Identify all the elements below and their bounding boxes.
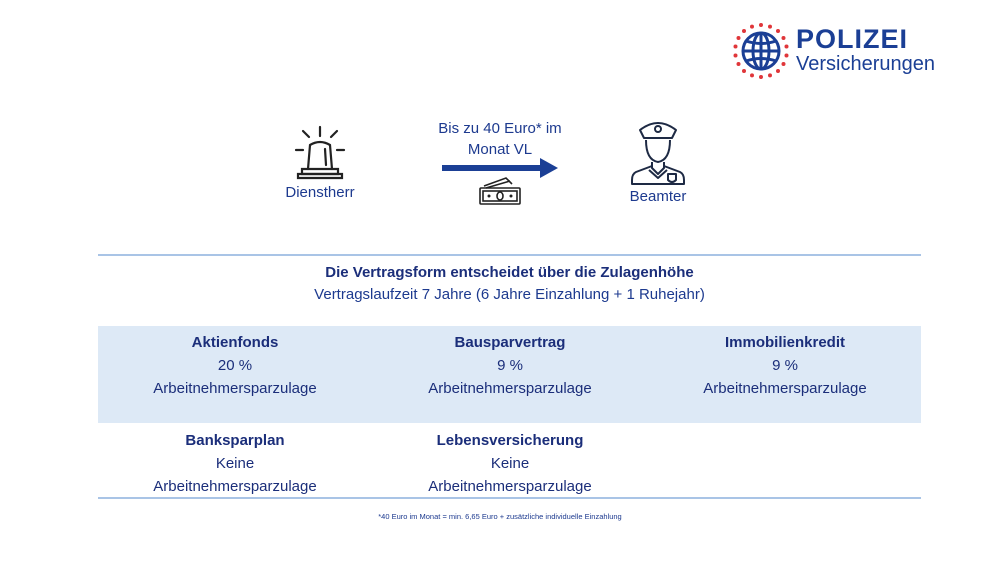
heading-subtitle: Vertragslaufzeit 7 Jahre (6 Jahre Einzah… — [314, 286, 705, 303]
logo-title: POLIZEI — [796, 24, 909, 54]
top-divider — [98, 254, 921, 256]
contract-desc: Arbeitnehmersparzulage — [703, 380, 867, 397]
contract-immobilienkredit: Immobilienkredit 9 % Arbeitnehmersparzul… — [660, 331, 910, 400]
contract-bausparvertrag: Bausparvertrag 9 % Arbeitnehmersparzulag… — [385, 331, 635, 400]
contract-value: 20 % — [217, 357, 253, 374]
allowance-text-line1: Bis zu 40 Euro* im — [438, 120, 562, 137]
contract-desc: Arbeitnehmersparzulage — [153, 380, 317, 397]
banknote-icon — [479, 177, 521, 205]
allowance-text-line2: Monat VL — [467, 141, 533, 158]
heading-title: Die Vertragsform entscheidet über die Zu… — [325, 264, 694, 281]
logo-subtitle: Versicherungen — [796, 53, 935, 75]
contract-value: Keine — [490, 455, 530, 472]
contract-value: 9 % — [772, 357, 798, 374]
contract-desc: Arbeitnehmersparzulage — [428, 380, 592, 397]
section-heading: Die Vertragsform entscheidet über die Zu… — [98, 262, 921, 306]
contract-name: Immobilienkredit — [724, 334, 846, 351]
globe-icon — [733, 23, 789, 79]
siren-light-icon — [294, 125, 346, 180]
contract-desc: Arbeitnehmersparzulage — [153, 478, 317, 495]
contract-desc: Arbeitnehmersparzulage — [428, 478, 592, 495]
contract-banksparplan: Banksparplan Keine Arbeitnehmersparzulag… — [110, 429, 360, 498]
target-label: Beamter — [629, 188, 687, 205]
police-officer-icon — [631, 122, 685, 185]
contract-aktienfonds: Aktienfonds 20 % Arbeitnehmersparzulage — [110, 331, 360, 400]
bottom-divider — [98, 497, 921, 499]
contract-value: Keine — [215, 455, 255, 472]
contract-name: Lebensversicherung — [436, 432, 584, 449]
contract-name: Banksparplan — [185, 432, 285, 449]
allowance-text: Bis zu 40 Euro* im Monat VL — [410, 118, 590, 160]
polizei-versicherungen-logo: POLIZEI Versicherungen — [732, 22, 982, 82]
source-label: Dienstherr — [285, 184, 355, 201]
highlight-band — [98, 326, 921, 423]
right-arrow-icon — [442, 158, 558, 178]
contract-name: Aktienfonds — [191, 334, 279, 351]
contract-name: Bausparvertrag — [454, 334, 566, 351]
contract-lebensversicherung: Lebensversicherung Keine Arbeitnehmerspa… — [385, 429, 635, 498]
contract-value: 9 % — [497, 357, 523, 374]
footnote: *40 Euro im Monat = min. 6,65 Euro + zus… — [378, 512, 622, 521]
